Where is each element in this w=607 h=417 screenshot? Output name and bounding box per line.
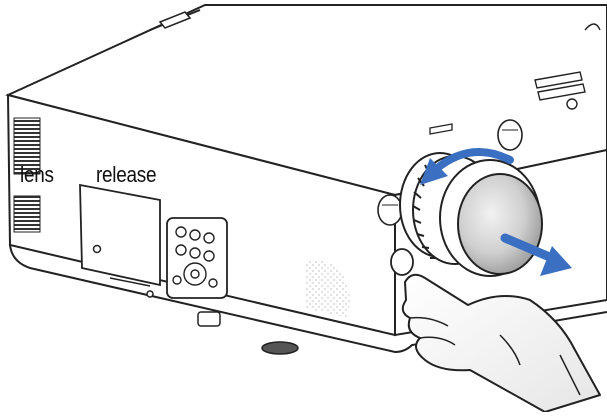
vent-grille-bottom [13, 195, 41, 233]
shift-knob-right [497, 119, 523, 151]
vent-grille-top [13, 117, 41, 175]
curved-arrow-icon [431, 148, 514, 174]
bottom-edge [9, 244, 607, 354]
lamp-cover [79, 183, 161, 287]
straight-arrow-icon [500, 233, 557, 263]
hand-illustration [401, 273, 601, 413]
control-buttons [172, 226, 218, 288]
shift-knob-left [377, 194, 403, 226]
speaker-grille [305, 259, 350, 318]
label-lens: lens [20, 162, 54, 187]
lens-assembly [399, 152, 543, 277]
lens-release-button [390, 248, 414, 276]
label-release: release [96, 162, 157, 187]
front-indicators [534, 23, 601, 110]
lens-glass [457, 173, 543, 275]
